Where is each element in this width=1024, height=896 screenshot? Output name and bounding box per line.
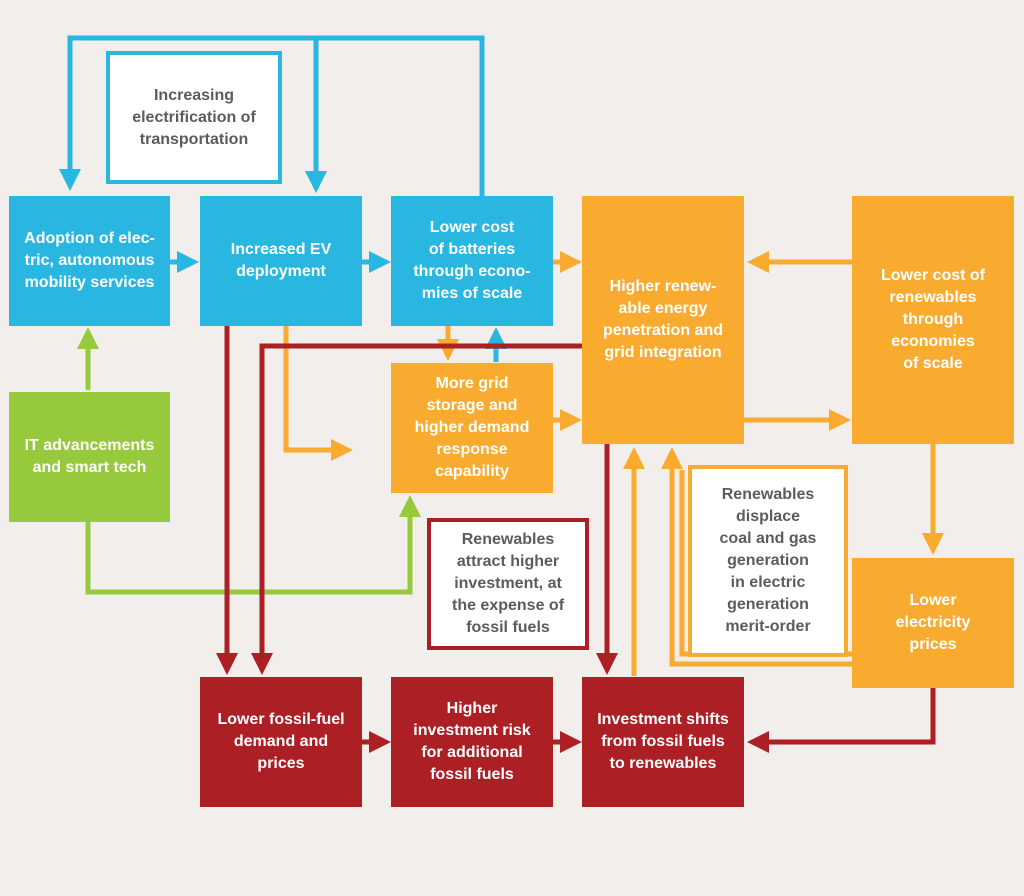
node-adoption-label: Adoption of elec- tric, autonomous mobil… bbox=[24, 230, 155, 291]
note-attract-investment-text: Renewables attract higher investment, at… bbox=[451, 531, 565, 636]
note-displace-text: Renewables displace coal and gas generat… bbox=[719, 486, 817, 635]
node-fossil-demand: Lower fossil-fuel demand and prices bbox=[200, 677, 362, 807]
node-adoption: Adoption of elec- tric, autonomous mobil… bbox=[9, 196, 170, 326]
arrow-it-to-grid-storage bbox=[85, 495, 421, 595]
node-it-advancements-label: IT advancements and smart tech bbox=[24, 437, 155, 476]
node-ev-deployment: Increased EV deployment bbox=[200, 196, 362, 326]
node-batteries-label: Lower cost of batteries through econo- m… bbox=[413, 219, 531, 302]
node-investment-shifts-label: Investment shifts from fossil fuels to r… bbox=[597, 711, 729, 772]
arrow-ev-to-grid-storage bbox=[283, 326, 353, 461]
node-fossil-demand-label: Lower fossil-fuel demand and prices bbox=[217, 711, 345, 772]
arrow-electricity-prices-to-penetration-outer bbox=[661, 447, 852, 667]
arrow-batteries-to-adoption bbox=[59, 35, 485, 196]
node-investment-shifts: Investment shifts from fossil fuels to r… bbox=[582, 677, 744, 807]
node-grid-storage: More grid storage and higher demand resp… bbox=[391, 363, 553, 493]
note-electrification: Increasing electrification of transporta… bbox=[106, 51, 282, 184]
note-attract-investment: Renewables attract higher investment, at… bbox=[427, 518, 589, 650]
node-electricity-prices-label: Lower electricity prices bbox=[895, 592, 971, 653]
node-renewable-penetration-label: Higher renew- able energy penetration an… bbox=[602, 278, 723, 361]
node-renewables-cost: Lower cost of renewables through economi… bbox=[852, 196, 1014, 444]
node-grid-storage-label: More grid storage and higher demand resp… bbox=[414, 375, 530, 480]
node-it-advancements: IT advancements and smart tech bbox=[9, 392, 170, 522]
note-displace: Renewables displace coal and gas generat… bbox=[688, 465, 848, 657]
node-renewable-penetration: Higher renew- able energy penetration an… bbox=[582, 196, 744, 444]
node-batteries: Lower cost of batteries through econo- m… bbox=[391, 196, 553, 326]
node-electricity-prices: Lower electricity prices bbox=[852, 558, 1014, 688]
node-investment-risk: Higher investment risk for additional fo… bbox=[391, 677, 553, 807]
arrow-electricity-prices-to-investment-shifts bbox=[747, 688, 936, 753]
arrow-penetration-to-fossil-demand bbox=[251, 343, 582, 675]
node-ev-deployment-label: Increased EV deployment bbox=[230, 241, 332, 280]
node-renewables-cost-label: Lower cost of renewables through economi… bbox=[880, 267, 985, 372]
node-investment-risk-label: Higher investment risk for additional fo… bbox=[413, 700, 531, 783]
note-electrification-text: Increasing electrification of transporta… bbox=[132, 86, 256, 148]
